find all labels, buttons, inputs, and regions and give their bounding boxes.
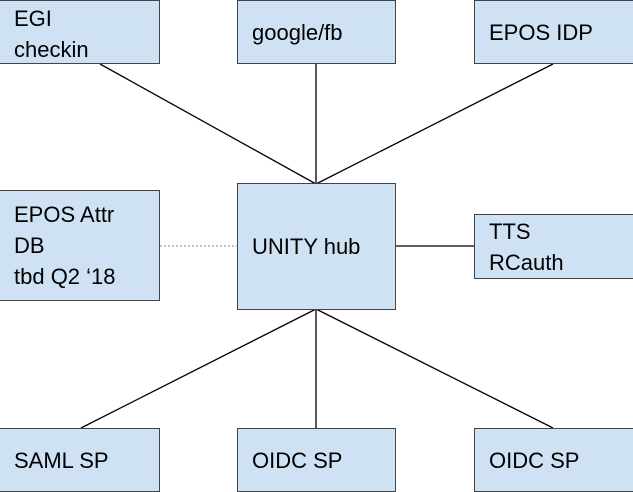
node-label-line: EGI bbox=[14, 6, 52, 31]
node-tts-rcauth: TTS RCauth bbox=[474, 214, 633, 279]
node-egi-checkin: EGI checkin bbox=[0, 0, 160, 64]
node-saml-sp: SAML SP bbox=[0, 428, 160, 492]
node-label-line: OIDC SP bbox=[252, 447, 343, 473]
node-label-line: tbd Q2 ‘18 bbox=[14, 264, 116, 289]
edge-egi-to-unity bbox=[99, 63, 317, 185]
edge-unity-to-saml-sp bbox=[80, 308, 317, 429]
node-label-line: UNITY hub bbox=[252, 234, 361, 259]
node-unity-hub: UNITY hub bbox=[237, 183, 396, 310]
node-label-line: RCauth bbox=[489, 249, 564, 275]
node-label-line: OIDC SP bbox=[489, 447, 580, 473]
edge-epos-idp-to-unity bbox=[315, 63, 554, 185]
edge-unity-to-oidc-sp-2 bbox=[315, 308, 554, 429]
node-label-line: EPOS Attr bbox=[14, 202, 115, 227]
node-label-line: DB bbox=[14, 233, 45, 258]
node-label-line: checkin bbox=[14, 37, 89, 62]
node-label-line: EPOS IDP bbox=[489, 19, 593, 45]
node-label-line: google/fb bbox=[252, 19, 343, 45]
node-epos-idp: EPOS IDP bbox=[474, 0, 633, 64]
node-label-line: SAML SP bbox=[14, 447, 109, 473]
node-oidc-sp-1: OIDC SP bbox=[237, 428, 396, 492]
node-oidc-sp-2: OIDC SP bbox=[474, 428, 633, 492]
node-label-line: TTS bbox=[489, 218, 531, 244]
node-google-fb: google/fb bbox=[237, 0, 396, 64]
node-epos-attr-db: EPOS Attr DB tbd Q2 ‘18 bbox=[0, 190, 160, 301]
